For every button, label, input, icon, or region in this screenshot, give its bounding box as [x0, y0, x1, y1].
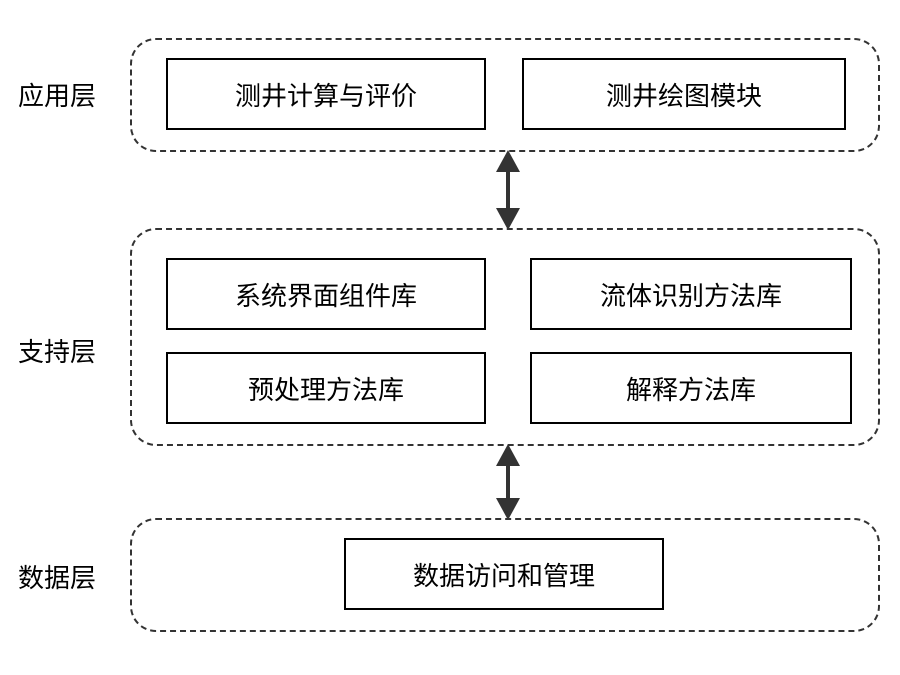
module-label: 解释方法库: [625, 375, 756, 406]
layer-label-application: 应用层: [18, 82, 97, 112]
layer-label-data: 数据层: [18, 564, 97, 594]
module-label: 数据访问和管理: [412, 561, 595, 592]
data-layer-group: [130, 518, 880, 632]
module-logging-calculation: 测井计算与评价: [166, 58, 486, 130]
module-data-access: 数据访问和管理: [344, 538, 664, 610]
module-interpretation: 解释方法库: [530, 352, 852, 424]
application-layer-group: [130, 38, 880, 152]
bidirectional-arrow-app-support: [496, 150, 520, 230]
module-label: 预处理方法库: [247, 375, 404, 406]
layer-label-support: 支持层: [18, 338, 97, 368]
module-ui-components: 系统界面组件库: [166, 258, 486, 330]
module-label: 测井计算与评价: [234, 81, 417, 112]
module-logging-plotting: 测井绘图模块: [522, 58, 846, 130]
support-layer-group: [130, 228, 880, 446]
module-label: 系统界面组件库: [234, 281, 417, 312]
module-fluid-identification: 流体识别方法库: [530, 258, 852, 330]
bidirectional-arrow-support-data: [496, 444, 520, 520]
module-label: 流体识别方法库: [599, 281, 782, 312]
module-preprocessing: 预处理方法库: [166, 352, 486, 424]
module-label: 测井绘图模块: [605, 81, 762, 112]
